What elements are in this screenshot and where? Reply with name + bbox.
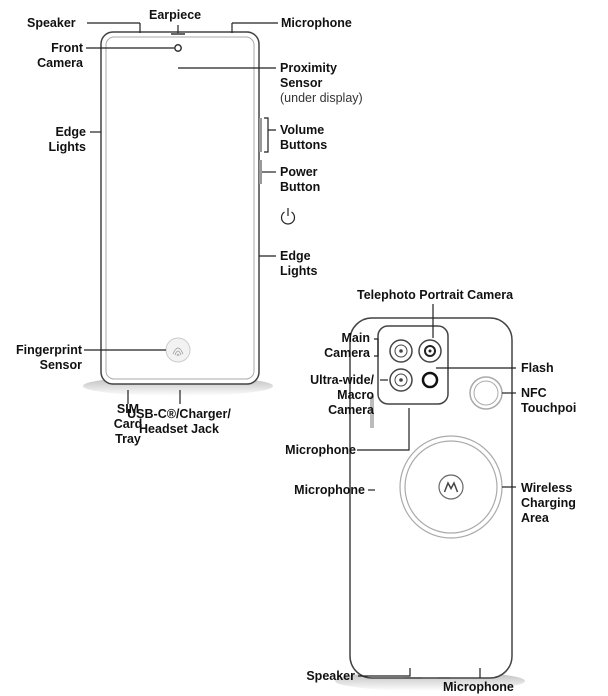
label-volume-buttons: Volume Buttons bbox=[280, 123, 328, 152]
label-speaker-bottom: Speaker bbox=[306, 669, 355, 683]
volume-button-shape bbox=[259, 118, 262, 152]
back-leader-lines bbox=[357, 304, 516, 678]
front-leader-lines bbox=[84, 22, 278, 404]
main-camera-icon bbox=[389, 339, 413, 363]
back-phone bbox=[335, 317, 525, 691]
label-telephoto-camera: Telephoto Portrait Camera bbox=[357, 288, 514, 302]
label-speaker-top: Speaker bbox=[27, 16, 76, 30]
telephoto-camera-icon bbox=[418, 339, 442, 363]
front-phone-screen bbox=[105, 36, 255, 380]
camera-module bbox=[377, 325, 449, 405]
power-icon bbox=[280, 208, 296, 225]
ultrawide-camera-icon bbox=[389, 368, 413, 392]
label-microphone-bottom: Microphone bbox=[443, 680, 514, 694]
label-edge-lights-left: Edge Lights bbox=[48, 125, 87, 154]
label-fingerprint-sensor: Fingerprint Sensor bbox=[16, 343, 82, 372]
wireless-charging-inner bbox=[404, 440, 498, 534]
front-camera-icon bbox=[174, 44, 182, 52]
motorola-logo bbox=[438, 474, 464, 500]
bottom-speaker-slot bbox=[404, 677, 422, 679]
front-phone bbox=[83, 31, 273, 396]
label-front-camera: Front Camera bbox=[37, 41, 83, 70]
power-button-shape bbox=[259, 160, 262, 184]
nfc-touchpoint bbox=[469, 376, 503, 410]
label-usb-c: USB-C®/Charger/ Headset Jack bbox=[127, 407, 231, 436]
side-button-back bbox=[370, 396, 374, 428]
flash-icon bbox=[421, 371, 439, 389]
earpiece-slot bbox=[171, 33, 185, 35]
label-proximity-note: (under display) bbox=[280, 91, 363, 105]
label-ultrawide-camera: Ultra-wide/ Macro Camera bbox=[310, 373, 374, 417]
label-microphone-top: Microphone bbox=[281, 16, 352, 30]
label-earpiece: Earpiece bbox=[149, 8, 202, 22]
bottom-mic-slot bbox=[438, 677, 450, 679]
fingerprint-icon bbox=[165, 337, 191, 363]
label-nfc-touchpoint: NFC Touchpoi bbox=[521, 386, 577, 415]
label-microphone-back-side: Microphone bbox=[294, 483, 365, 497]
nfc-inner bbox=[473, 380, 499, 406]
label-edge-lights-right: Edge Lights bbox=[280, 249, 318, 278]
label-power-button: Power Button bbox=[280, 165, 321, 194]
label-sim-card-tray: SIM Card Tray bbox=[113, 402, 143, 446]
label-wireless-charging: Wireless Charging Area bbox=[521, 481, 576, 525]
label-main-camera: Main Camera bbox=[324, 331, 370, 360]
label-flash: Flash bbox=[521, 361, 554, 375]
label-proximity-sensor: Proximity Sensor bbox=[280, 61, 337, 90]
label-microphone-back-upper: Microphone bbox=[285, 443, 356, 457]
front-phone-body bbox=[100, 31, 260, 385]
